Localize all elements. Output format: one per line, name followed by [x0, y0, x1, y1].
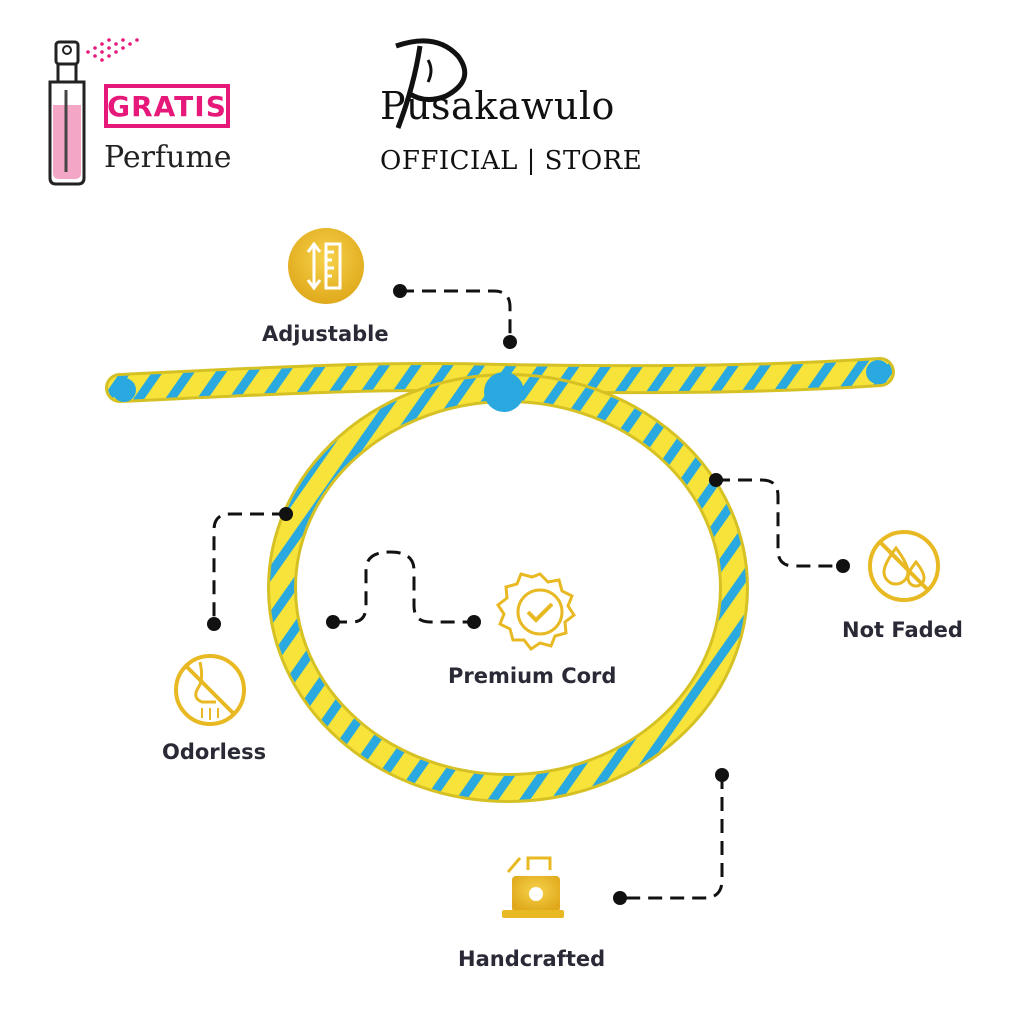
brand-name: Pusakawulo	[380, 84, 615, 128]
gratis-label: GRATIS	[107, 89, 227, 123]
sewing-machine-icon	[502, 856, 564, 918]
feature-label-odorless: Odorless	[162, 740, 267, 764]
no-smell-nose-icon	[174, 654, 246, 726]
brand-logo-mark	[395, 38, 468, 129]
perfume-label: Perfume	[104, 140, 232, 175]
feature-label-adjustable: Adjustable	[262, 322, 389, 346]
brand-subtitle: OFFICIAL | STORE	[380, 146, 643, 176]
connector-lines	[212, 289, 843, 900]
quality-badge-check-icon	[495, 572, 577, 652]
feature-label-handcrafted: Handcrafted	[458, 947, 606, 971]
connector-dots	[207, 284, 850, 905]
gratis-badge: GRATIS	[104, 84, 230, 128]
bracelet-image	[105, 357, 895, 803]
feature-label-not-faded: Not Faded	[842, 618, 963, 642]
perfume-spray-bottle-icon	[48, 38, 139, 186]
ruler-arrows-icon	[288, 228, 364, 304]
no-water-drop-icon	[868, 530, 940, 602]
feature-label-premium-cord: Premium Cord	[448, 664, 617, 688]
